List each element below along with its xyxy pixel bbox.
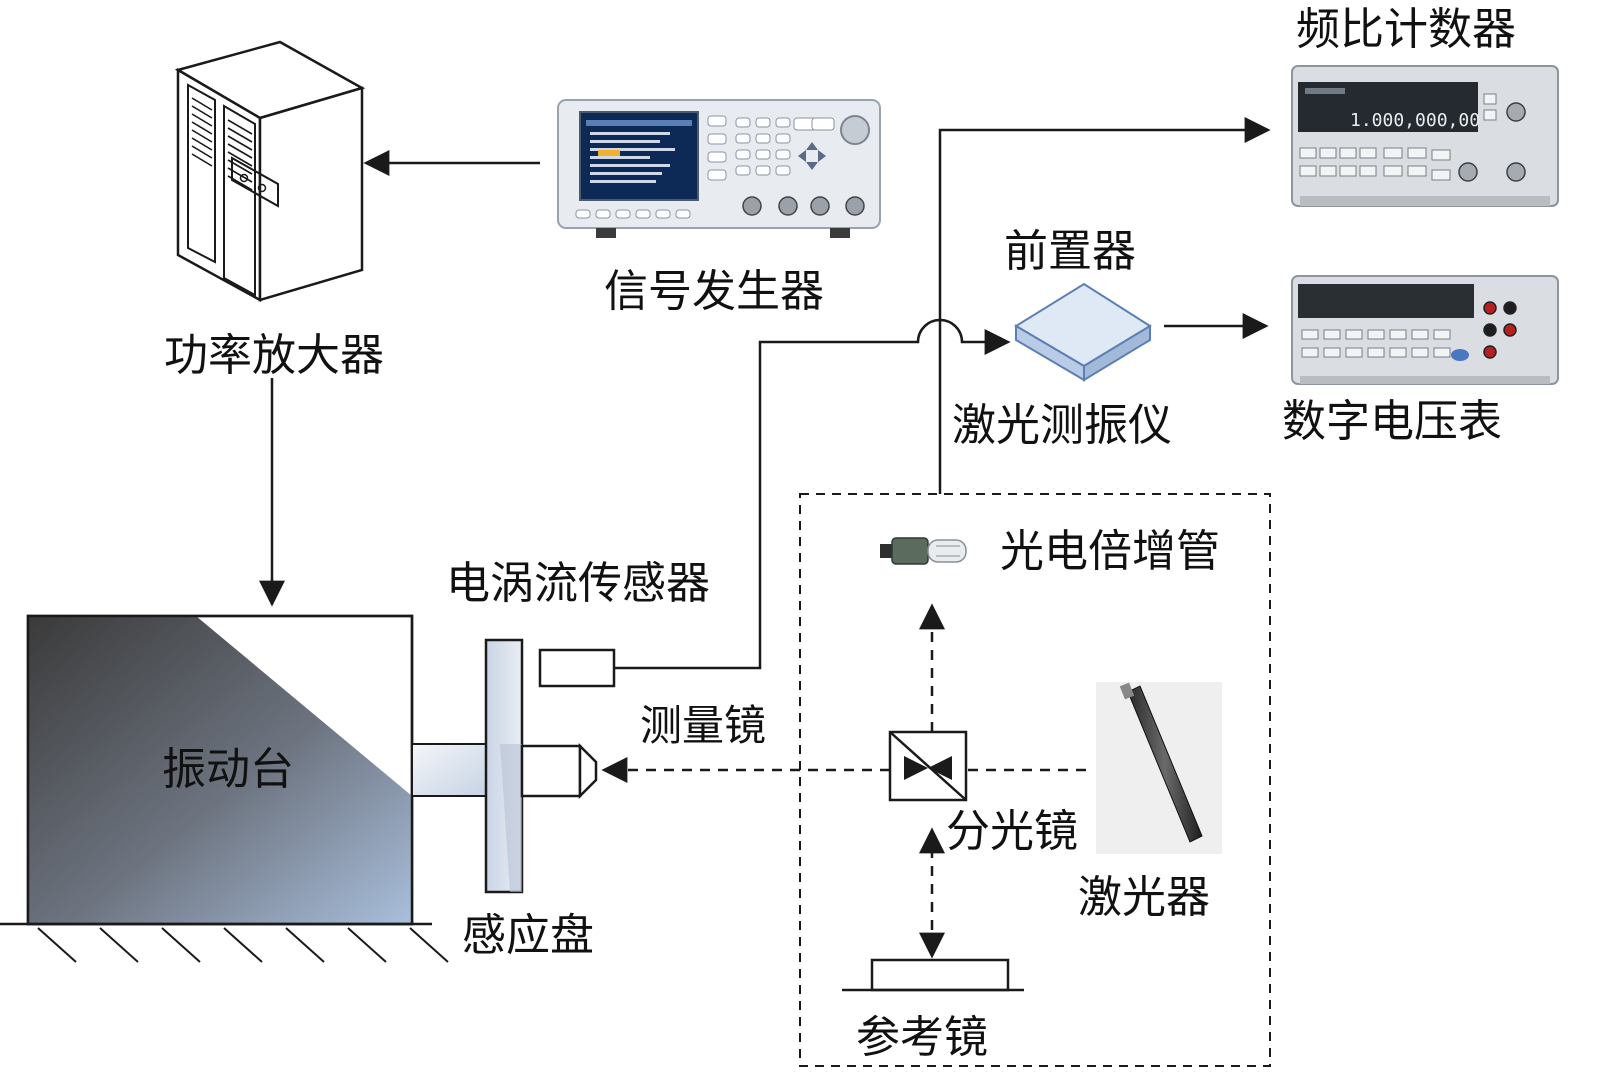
photomultiplier-icon xyxy=(880,537,967,565)
laser-label: 激光器 xyxy=(1078,872,1210,923)
beam-splitter-label: 分光镜 xyxy=(946,806,1078,857)
table-shaft xyxy=(411,743,487,797)
counter-display: 1.000,000,00 xyxy=(1350,110,1480,131)
eddy-sensor-label: 电涡流传感器 xyxy=(446,558,710,609)
laser-vibrometer-box xyxy=(1014,282,1152,382)
interferometer-enclosure xyxy=(799,493,1271,1067)
reference-mirror-label: 参考镜 xyxy=(856,1012,988,1063)
power-amplifier-icon xyxy=(174,40,366,303)
measurement-mirror-label: 测量镜 xyxy=(640,701,766,750)
pmt-to-counter-arrow xyxy=(938,117,1271,494)
measurement-mirror xyxy=(520,742,598,800)
preamplifier-label: 前置器 xyxy=(1004,226,1136,277)
power-amplifier-label: 功率放大器 xyxy=(164,330,384,381)
signal-generator-label: 信号发生器 xyxy=(604,266,824,317)
beam-splitter xyxy=(888,730,968,802)
reference-mirror xyxy=(842,958,1024,992)
vibration-table-label: 振动台 xyxy=(162,744,294,795)
photomultiplier-label: 光电倍增管 xyxy=(1000,526,1220,577)
digital-voltmeter-label: 数字电压表 xyxy=(1282,396,1502,447)
laser-icon xyxy=(1096,682,1222,854)
eddy-to-preamp-arrow xyxy=(614,318,1011,670)
frequency-counter-icon: 1.000,000,00 xyxy=(1291,65,1559,207)
digital-voltmeter-icon xyxy=(1291,275,1559,385)
frequency-counter-label: 频比计数器 xyxy=(1296,4,1516,55)
eddy-sensor-probe xyxy=(538,648,616,688)
laser-vibrometer-label: 激光测振仪 xyxy=(952,400,1172,451)
vibration-table xyxy=(0,614,449,963)
sensing-disk-label: 感应盘 xyxy=(462,910,594,961)
signal-generator-icon xyxy=(557,99,881,238)
